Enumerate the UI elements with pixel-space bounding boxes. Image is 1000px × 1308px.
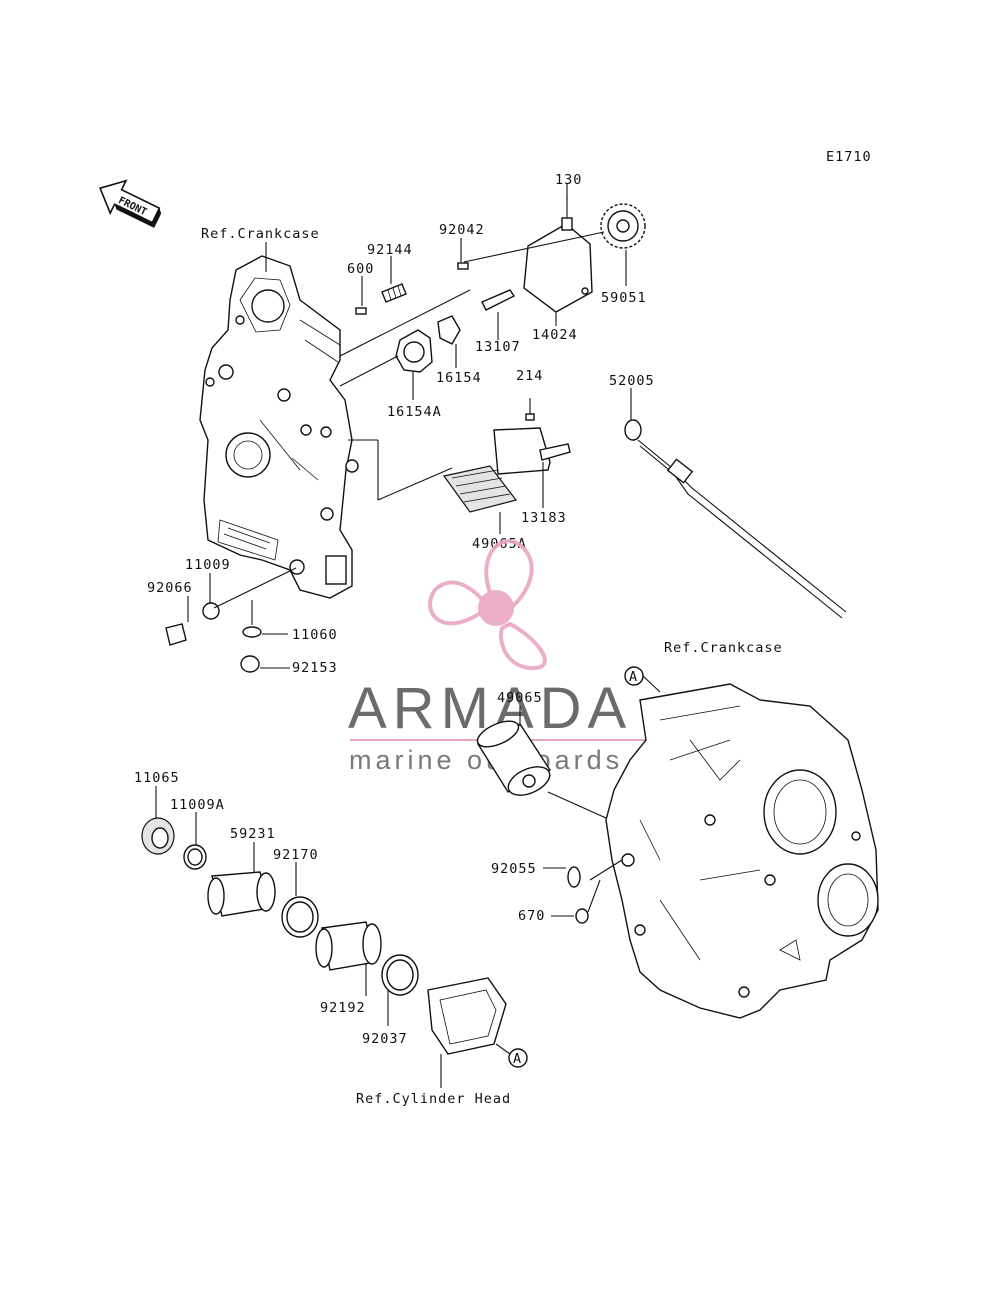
circle-a-lower-marker	[508, 1048, 528, 1068]
part-label-13107: 13107	[475, 339, 521, 355]
part-label-49065: 49065	[497, 690, 543, 706]
armada-propeller-logo-icon	[428, 539, 547, 671]
oil-cooler-parts-drawing	[141, 817, 589, 1055]
part-label-670: 670	[518, 908, 545, 924]
part-label-52005: 52005	[609, 373, 655, 389]
part-label-11009A: 11009A	[170, 797, 225, 813]
front-arrow-icon: FRONT	[99, 179, 162, 228]
part-label-16154: 16154	[436, 370, 482, 386]
part-label-130: 130	[555, 172, 582, 188]
part-label-11065: 11065	[134, 770, 180, 786]
ref-crankcase-lower: Ref.Crankcase	[664, 640, 783, 656]
part-label-92192: 92192	[320, 1000, 366, 1016]
part-label-600: 600	[347, 261, 374, 277]
part-label-14024: 14024	[532, 327, 578, 343]
part-label-11009: 11009	[185, 557, 231, 573]
crankcase-lower-drawing	[605, 683, 879, 1019]
crankcase-cover-drawing	[199, 255, 359, 599]
circle-a-lower-label: A	[513, 1051, 522, 1067]
leader-lines-lower	[155, 786, 623, 1088]
oil-filter-drawing	[476, 720, 552, 796]
diagram-code: E1710	[826, 149, 872, 165]
part-label-92153: 92153	[292, 660, 338, 676]
part-label-59051: 59051	[601, 290, 647, 306]
part-label-13183: 13183	[521, 510, 567, 526]
ref-crankcase-upper: Ref.Crankcase	[201, 226, 320, 242]
part-label-92066: 92066	[147, 580, 193, 596]
part-label-11060: 11060	[292, 627, 338, 643]
part-label-92037: 92037	[362, 1031, 408, 1047]
part-label-214: 214	[516, 368, 543, 384]
part-label-16154A: 16154A	[387, 404, 442, 420]
part-label-59231: 59231	[230, 826, 276, 842]
circle-a-upper-label: A	[629, 669, 638, 685]
part-label-92170: 92170	[273, 847, 319, 863]
part-label-92144: 92144	[367, 242, 413, 258]
ref-cylinder-head: Ref.Cylinder Head	[356, 1091, 511, 1107]
part-label-92042: 92042	[439, 222, 485, 238]
part-label-92055: 92055	[491, 861, 537, 877]
dipstick-drawing	[624, 419, 847, 619]
leader-lines-upper	[187, 184, 632, 669]
